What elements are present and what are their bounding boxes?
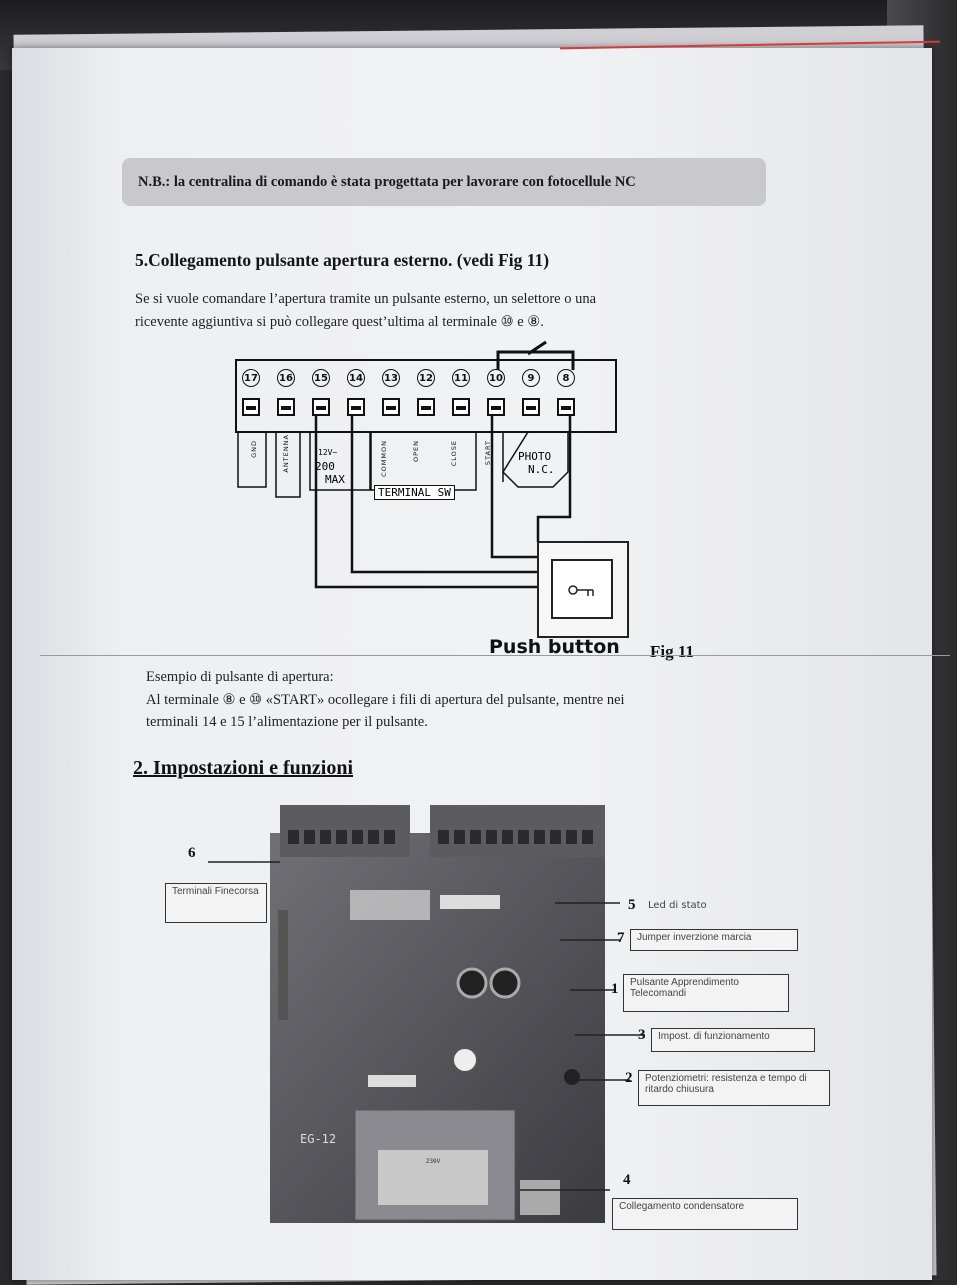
section-2-title: 2. Impostazioni e funzioni [133,757,354,779]
wire-8 [536,407,572,542]
callout-arrows [208,861,645,1191]
terminal-number: 10 [487,369,505,387]
label-terminal-sw: TERMINAL SW [374,485,455,500]
label-antenna: ANTENNA [282,434,290,473]
push-button-key [551,559,613,619]
terminal-number: 12 [417,369,435,387]
section-5-line-2: ricevente aggiuntiva si può collegare qu… [135,314,544,330]
callout-jumper: Jumper inverzione marcia [630,929,798,951]
control-board-image: 230V EG-12 [270,805,605,1223]
label-volt: 12V~ [318,448,338,457]
label-max: MAX [325,473,345,486]
note-text: N.B.: la centralina di comando è stata p… [138,173,636,190]
callout-7-number: 7 [617,930,625,946]
terminal-number: 15 [312,369,330,387]
terminal-screw [417,398,435,416]
terminal-screw [312,398,330,416]
section-5-line-1: Se si vuole comandare l’apertura tramite… [135,291,597,307]
figure-caption: Fig 11 [650,642,694,661]
terminal-numbers: 17 16 15 14 13 12 11 10 9 8 [242,369,575,387]
callout-6-number: 6 [188,845,196,861]
label-nc: N.C. [528,463,555,476]
wire-15 [314,407,538,589]
wire-10 [490,407,538,559]
board-model: EG-12 [300,1132,336,1146]
callout-1-number: 1 [611,981,619,997]
terminal-screws [242,398,575,416]
photo-box [502,431,569,488]
terminal-number: 8 [557,369,575,387]
push-button-label: Push button [489,636,620,658]
callout-pulsante: Pulsante Apprendimento Telecomandi [623,974,789,1012]
callout-4-number: 4 [623,1172,631,1188]
callout-3-number: 3 [638,1027,646,1043]
terminal-number: 16 [277,369,295,387]
callout-5-number: 5 [628,897,636,913]
callout-condensatore: Collegamento condensatore [612,1198,798,1230]
bridge-switch [527,340,547,356]
label-photo: PHOTO [518,450,552,463]
antenna-box [275,431,301,498]
label-open: OPEN [412,440,420,463]
label-common: COMMON [380,440,388,477]
gnd-box [237,431,267,488]
transformer-text: 230V [426,1158,441,1165]
callout-2-number: 2 [625,1070,633,1086]
label-close: CLOSE [450,440,458,467]
terminal-screw [347,398,365,416]
terminal-number: 11 [452,369,470,387]
callout-led-di-stato: Led di stato [648,900,707,911]
terminal-number: 14 [347,369,365,387]
terminal-number: 9 [522,369,540,387]
label-power: 200 [315,460,335,473]
label-gnd: GND [250,440,258,458]
terminal-number: 13 [382,369,400,387]
terminal-number: 17 [242,369,260,387]
terminal-screw [487,398,505,416]
wiring-diagram-fig11 [235,340,629,638]
label-start: START [484,440,492,466]
callout-impost: Impost. di funzionamento [651,1028,815,1052]
terminal-screw [277,398,295,416]
terminal-screw [522,398,540,416]
example-title: Esempio di pulsante di apertura: [146,669,334,685]
example-line-2: terminali 14 e 15 l’alimentazione per il… [146,714,428,730]
terminal-screw [557,398,575,416]
terminal-screw [452,398,470,416]
section-5-title: 5.Collegamento pulsante apertura esterno… [135,250,550,270]
callout-potenziometri: Potenziometri: resistenza e tempo di rit… [638,1070,830,1106]
callout-terminali-finecorsa: Terminali Finecorsa [165,883,267,923]
power-box [309,431,371,491]
terminal-screw [242,398,260,416]
example-line-1: Al terminale ⑧ e ⑩ «START» ocollegare i … [146,692,625,708]
terminal-screw [382,398,400,416]
note-box: N.B.: la centralina di comando è stata p… [122,158,766,206]
page-fold-line [40,655,950,656]
wire-14 [350,407,538,574]
